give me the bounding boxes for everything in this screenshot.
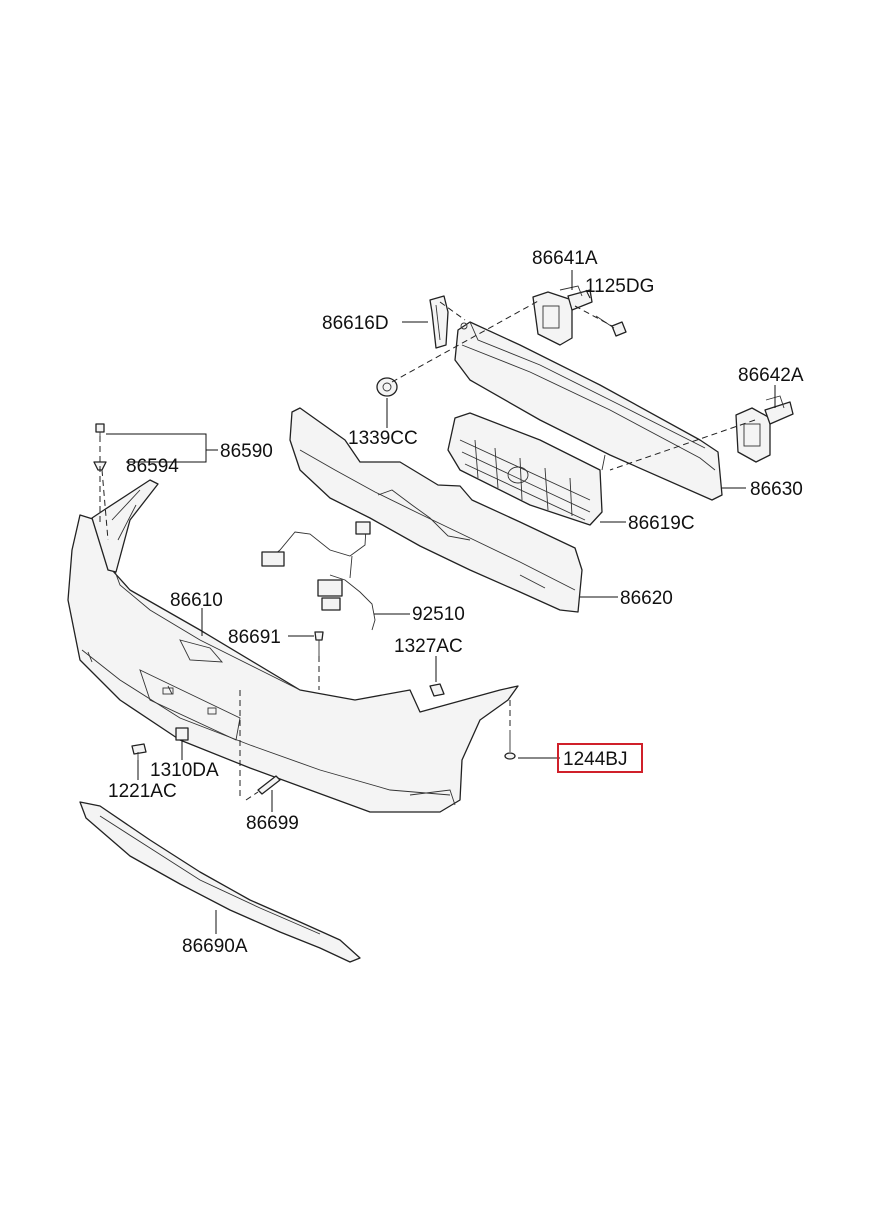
- highlight-box-1244BJ: [557, 743, 643, 773]
- nut-1339CC[interactable]: [376, 377, 398, 397]
- nut-1327AC[interactable]: [429, 683, 445, 697]
- label-1125DG[interactable]: 1125DG: [585, 276, 654, 297]
- label-1244BJ[interactable]: 1244BJ: [563, 749, 627, 770]
- label-86691[interactable]: 86691: [228, 627, 281, 648]
- label-86641A[interactable]: 86641A: [532, 248, 598, 269]
- label-86619C[interactable]: 86619C: [628, 513, 695, 534]
- label-86630[interactable]: 86630: [750, 479, 803, 500]
- label-1327AC[interactable]: 1327AC: [394, 636, 463, 657]
- reinforcement-beam-86630[interactable]: [454, 321, 723, 501]
- harness-92510[interactable]: [261, 521, 376, 631]
- label-86642A[interactable]: 86642A: [738, 365, 804, 386]
- grille-86619C[interactable]: [447, 412, 603, 526]
- bracket-86641A[interactable]: [532, 285, 593, 346]
- screw-86590[interactable]: [95, 423, 105, 440]
- label-86699[interactable]: 86699: [246, 813, 299, 834]
- label-1310DA[interactable]: 1310DA: [150, 760, 219, 781]
- absorber-86620[interactable]: [289, 407, 583, 613]
- label-86616D[interactable]: 86616D: [322, 313, 389, 334]
- side-bracket[interactable]: [91, 479, 159, 573]
- screw-1244BJ[interactable]: [504, 730, 516, 760]
- lower-trim-86690A[interactable]: [79, 801, 361, 963]
- bolt-86691[interactable]: [314, 631, 324, 656]
- label-1221AC[interactable]: 1221AC: [108, 781, 177, 802]
- label-86610[interactable]: 86610: [170, 590, 223, 611]
- clip-1310DA[interactable]: [175, 727, 189, 741]
- screw-1221AC[interactable]: [131, 743, 147, 760]
- pin-86699[interactable]: [257, 775, 281, 795]
- bracket-86616D[interactable]: [429, 295, 449, 349]
- label-86590[interactable]: 86590: [220, 441, 273, 462]
- bracket-86642A[interactable]: [735, 395, 794, 463]
- label-86594[interactable]: 86594: [126, 456, 179, 477]
- label-86690A[interactable]: 86690A: [182, 936, 248, 957]
- label-92510[interactable]: 92510: [412, 604, 465, 625]
- label-86620[interactable]: 86620: [620, 588, 673, 609]
- label-1339CC[interactable]: 1339CC: [348, 428, 418, 449]
